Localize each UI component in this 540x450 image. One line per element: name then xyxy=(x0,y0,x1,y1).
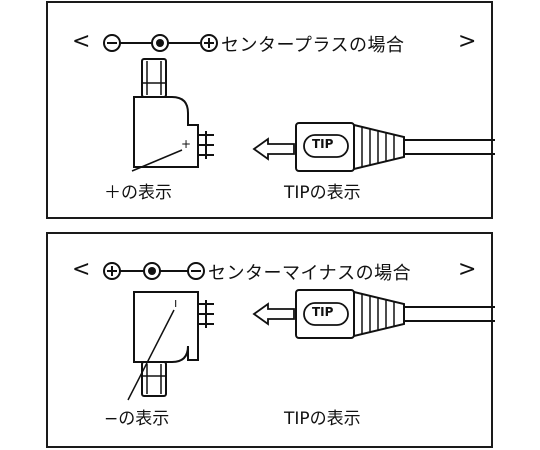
plug-barrel xyxy=(141,58,167,98)
plug-barrel xyxy=(141,361,167,397)
plus-terminal-icon xyxy=(200,34,218,52)
tip-text: TIP xyxy=(312,305,334,319)
tip-mark-label: TIPの表示 xyxy=(284,183,361,203)
center-minus-panel: < センターマイナスの場合 > ı TIP −の表示 TIPの表示 xyxy=(46,232,495,448)
polarity-symbol xyxy=(103,262,205,280)
center-plus-heading: センタープラスの場合 xyxy=(221,35,405,56)
heading-close-bracket: > xyxy=(458,257,477,282)
angled-dc-plug xyxy=(133,58,214,168)
center-plus-diagram xyxy=(103,34,495,172)
plug-mark-leader xyxy=(131,149,183,172)
heading-open-bracket: < xyxy=(72,257,91,282)
center-plus-panel: < センタープラスの場合 > + TIP ＋の表示 TIPの表示 xyxy=(46,1,495,219)
plug-body xyxy=(133,96,199,168)
center-minus-heading: センターマイナスの場合 xyxy=(208,263,412,284)
polarity-symbol xyxy=(103,34,218,52)
tip-marking xyxy=(303,134,349,158)
plug-plus-mark: + xyxy=(181,137,192,151)
plug-mark-leader xyxy=(127,309,175,401)
heading-close-bracket: > xyxy=(458,29,477,54)
strain-relief xyxy=(353,290,405,338)
cable-connector xyxy=(295,122,495,172)
minus-mark-label: −の表示 xyxy=(104,409,170,429)
heading-open-bracket: < xyxy=(72,29,91,54)
tip-text: TIP xyxy=(312,137,334,151)
minus-terminal-icon xyxy=(187,262,205,280)
cable-connector xyxy=(295,289,495,339)
strain-relief xyxy=(353,123,405,171)
insert-arrow-icon xyxy=(252,302,295,326)
center-minus-diagram xyxy=(103,262,495,401)
tip-marking xyxy=(303,302,349,326)
plus-mark-label: ＋の表示 xyxy=(104,183,172,203)
plug-minus-mark: ı xyxy=(174,296,178,310)
insert-arrow-icon xyxy=(252,137,295,161)
tip-mark-label: TIPの表示 xyxy=(284,409,361,429)
